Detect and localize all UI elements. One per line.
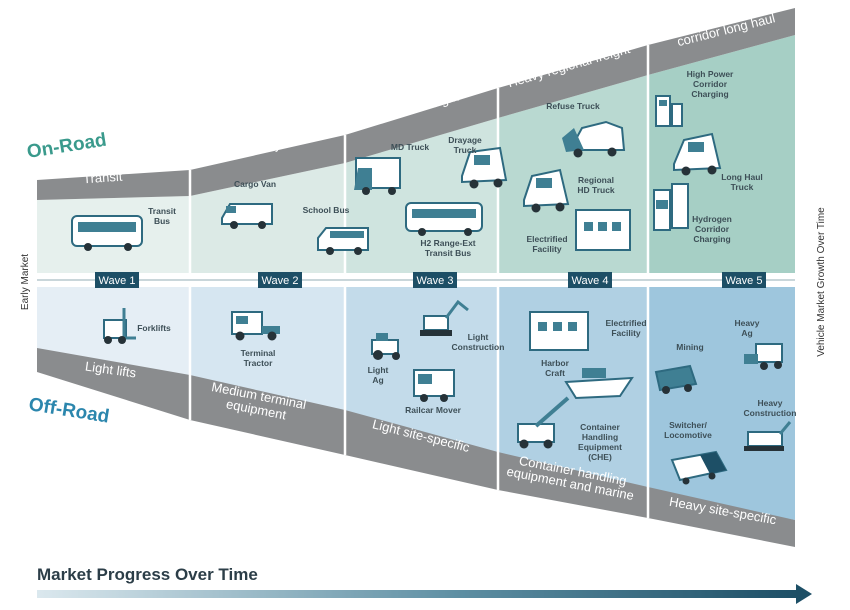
railcar-mover-label: Railcar Mover: [405, 405, 461, 415]
wave-2-label: Wave 2: [262, 275, 299, 287]
cargo-van-label: Cargo Van: [234, 179, 276, 189]
wave-1-label: Wave 1: [99, 275, 136, 287]
hydrogen-charging-icon: [653, 183, 689, 231]
off-road-heading: Off-Road: [27, 394, 111, 427]
on-road-banner: [37, 8, 795, 200]
mining-label: Mining: [676, 342, 703, 352]
transit-bus-icon: [71, 215, 143, 251]
railcar-mover-icon: [413, 369, 455, 402]
wave-1-badge: Wave 1: [95, 272, 139, 288]
long-haul-truck-icon: [673, 132, 722, 176]
high-power-charging-icon: [655, 95, 683, 127]
regional-hd-truck-icon: [523, 168, 570, 213]
cargo-van-icon: [221, 203, 273, 229]
harbor-craft-icon: [564, 368, 634, 400]
electrified-facility-icon: [575, 209, 631, 251]
category-transit: Transit: [83, 169, 124, 187]
refuse-truck-label: Refuse Truck: [546, 101, 600, 111]
category-light-lifts: Light lifts: [84, 359, 137, 381]
wave-2-badge: Wave 2: [258, 272, 302, 288]
progress-arrow: [37, 584, 812, 604]
diagram-title: Market Progress Over Time: [37, 565, 258, 584]
off-road-banner: [37, 348, 795, 547]
locomotive-icon: [670, 450, 728, 485]
md-truck-icon: [354, 157, 401, 195]
wave-3-label: Wave 3: [417, 275, 454, 287]
wave-5-label: Wave 5: [726, 275, 763, 287]
wave-4-label: Wave 4: [572, 275, 609, 287]
refuse-truck-icon: [562, 120, 626, 158]
terminal-tractor-icon: [231, 311, 280, 341]
container-handler-icon: [517, 396, 570, 449]
wave-5-badge: Wave 5: [722, 272, 766, 288]
early-market-label: Early Market: [20, 254, 31, 310]
forklifts-label: Forklifts: [137, 323, 171, 333]
school-bus-label: School Bus: [303, 205, 350, 215]
switcher-locomotive-label: Switcher/Locomotive: [664, 420, 712, 440]
md-truck-label: MD Truck: [391, 142, 430, 152]
light-ag-icon: [371, 333, 400, 360]
forklift-icon: [103, 308, 136, 344]
mining-icon: [654, 364, 698, 394]
vehicle-market-growth-label: Vehicle Market Growth Over Time: [816, 207, 827, 357]
wave-bar: Wave 1 Wave 2 Wave 3 Wave 4 Wave 5: [37, 272, 795, 288]
offroad-electrified-facility-icon: [529, 311, 589, 351]
wave-3-badge: Wave 3: [413, 272, 457, 288]
heavy-ag-icon: [744, 343, 783, 370]
h2-transit-bus-icon: [405, 202, 483, 236]
school-bus-icon: [317, 227, 369, 255]
on-road-heading: On-Road: [25, 130, 108, 163]
heavy-construction-icon: [744, 421, 792, 451]
light-construction-icon: [420, 299, 469, 336]
drayage-truck-icon: [461, 146, 508, 189]
wave-4-badge: Wave 4: [568, 272, 612, 288]
